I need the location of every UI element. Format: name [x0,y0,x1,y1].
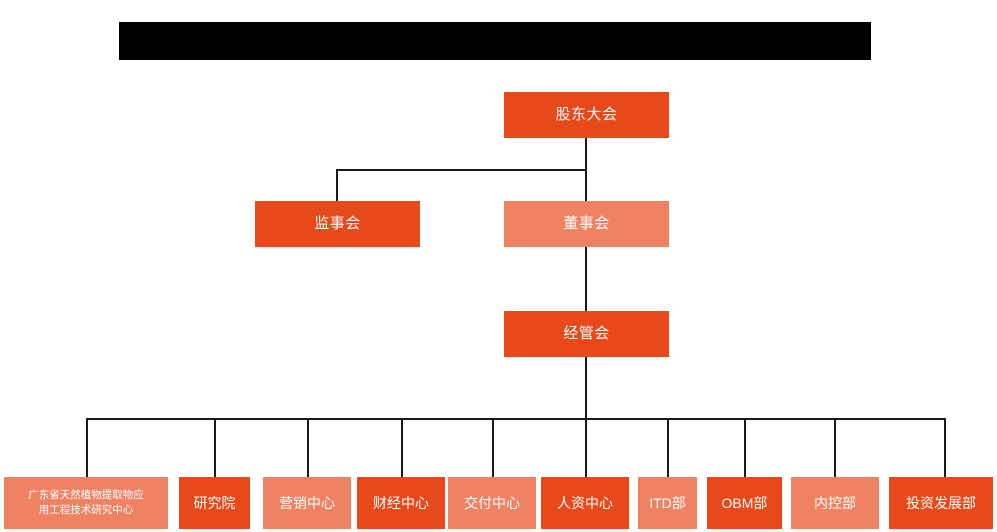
connector-drop-10 [944,418,946,477]
connector-drop-9 [834,418,836,477]
node-department-delivery-center[interactable]: 交付中心 [448,477,536,529]
connector-to-directors [585,169,587,202]
connector-top-stem [585,138,587,170]
node-department-research-center[interactable]: 广东省天然植物提取物应 用工程技术研究中心 [4,477,168,529]
node-board-of-supervisors[interactable]: 监事会 [255,201,420,247]
connector-drop-3 [307,418,309,477]
node-department-internal-control[interactable]: 内控部 [791,477,879,529]
node-department-marketing-center[interactable]: 营销中心 [263,477,351,529]
node-department-obm[interactable]: OBM部 [707,477,782,529]
node-management-committee[interactable]: 经管会 [504,311,669,357]
redacted-title-bar [119,22,871,60]
connector-drop-1 [86,418,88,477]
connector-to-supervisors [336,169,338,202]
connector-drop-8 [744,418,746,477]
connector-management-stem [585,357,587,419]
node-board-of-directors[interactable]: 董事会 [504,201,669,247]
connector-drop-7 [667,418,669,477]
connector-departments-bus [86,418,944,420]
node-department-hr-center[interactable]: 人资中心 [541,477,629,529]
node-department-itd[interactable]: ITD部 [638,477,697,529]
node-department-research-institute[interactable]: 研究院 [179,477,250,529]
connector-drop-4 [401,418,403,477]
connector-drop-6 [585,418,587,477]
connector-drop-5 [492,418,494,477]
department-label-line1: 广东省天然植物提取物应 [28,488,144,501]
node-shareholders-meeting[interactable]: 股东大会 [504,92,669,138]
connector-drop-2 [214,418,216,477]
department-label-line2: 用工程技术研究中心 [38,504,134,516]
connector-top-bus [336,169,587,171]
connector-directors-to-management [585,247,587,312]
node-department-finance-center[interactable]: 财经中心 [357,477,445,529]
department-label-wrap: 广东省天然植物提取物应 用工程技术研究中心 [28,488,144,518]
node-department-investment[interactable]: 投资发展部 [889,477,993,529]
